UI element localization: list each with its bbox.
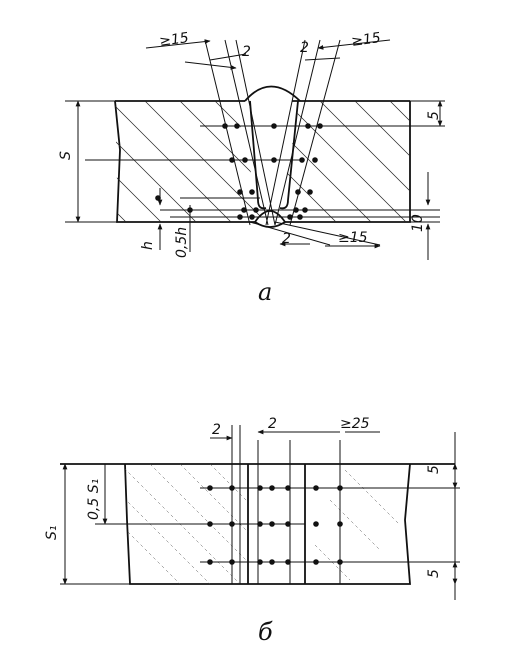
label-root-h: h [140,241,156,250]
label-thickness-s: S [58,151,74,160]
plate-hatching-a [115,101,262,222]
label-top-zone-b: 5 [426,465,442,474]
label-root-half: 0,5h [174,227,190,258]
label-step-right: 2 [300,40,309,56]
labels-b: 2 2 ≥25 S₁ 0,5 S₁ 5 5 [44,416,442,578]
plate-outline-a [114,100,411,223]
label-gap-top-left: ≥15 [158,30,190,50]
figure-a: ≥15 ≥15 2 2 S 5 10 h 0,5h 2 ≥15 a [58,30,445,306]
label-gap-bottom: ≥15 [338,230,368,246]
control-points-a [155,123,323,220]
caption-a: a [258,278,272,306]
labels-a: ≥15 ≥15 2 2 S 5 10 h 0,5h 2 ≥15 [58,30,442,258]
control-points-b [207,485,343,565]
label-root-zone: 10 [410,214,426,232]
label-thickness-s1: S₁ [44,526,60,541]
label-bottom-zone-b: 5 [426,569,442,578]
label-top-zone: 5 [426,111,442,120]
label-step-bottom: 2 [282,231,291,247]
label-step-left: 2 [242,44,251,60]
figure-b: 2 2 ≥25 S₁ 0,5 S₁ 5 5 б [44,416,460,646]
dimension-lines-a [75,39,443,260]
reference-lines-a [65,100,445,223]
label-gap-top-right: ≥15 [350,30,382,50]
plate-hatching-a-right [278,101,410,222]
scan-lines-a [204,39,381,246]
plate-hatching-b-right [314,469,401,581]
dimension-lines-b [62,429,458,585]
reference-lines-b [60,425,460,600]
label-half-thickness-s1: 0,5 S₁ [86,479,102,520]
caption-b: б [258,618,273,646]
label-step-left-b: 2 [212,422,221,438]
label-step-mid-b: 2 [268,416,277,432]
label-gap-b: ≥25 [340,416,370,432]
